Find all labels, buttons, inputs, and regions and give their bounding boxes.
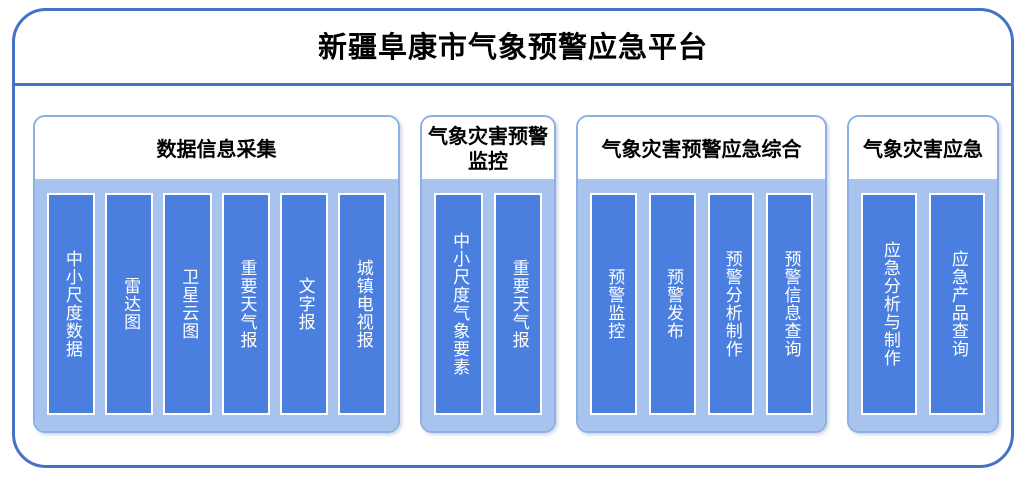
module-item-label: 卫星云图: [178, 268, 199, 340]
group-title-warning-emergency-integrated: 气象灾害预警应急综合: [578, 117, 825, 179]
items-row-data-collection: 中小尺度数据 雷达图 卫星云图 重要天气报 文字报: [46, 193, 387, 415]
module-item[interactable]: 中小尺度气象要素: [434, 193, 483, 415]
group-card-disaster-warning-monitor[interactable]: 气象灾害预警监控 中小尺度气象要素 重要天气报: [420, 115, 556, 433]
module-item-label: 中小尺度气象要素: [449, 232, 470, 376]
group-body-data-collection: 中小尺度数据 雷达图 卫星云图 重要天气报 文字报: [35, 179, 398, 431]
module-item[interactable]: 城镇电视报: [337, 193, 387, 415]
group-title-disaster-emergency: 气象灾害应急: [849, 117, 997, 179]
module-item-label: 中小尺度数据: [61, 250, 82, 358]
group-body-warning-emergency-integrated: 预警监控 预警发布 预警分析制作 预警信息查询: [578, 179, 825, 431]
module-item-label: 预警发布: [662, 268, 683, 340]
module-item[interactable]: 预警分析制作: [707, 193, 755, 415]
module-item-label: 应急产品查询: [947, 250, 968, 358]
module-item[interactable]: 文字报: [279, 193, 328, 415]
module-item-label: 预警分析制作: [721, 250, 742, 358]
module-item-label: 预警信息查询: [780, 250, 801, 358]
module-item-label: 重要天气报: [236, 259, 257, 349]
module-groups-row: 数据信息采集 中小尺度数据 雷达图 卫星云图 重要天气报: [15, 89, 1011, 465]
group-title-disaster-warning-monitor: 气象灾害预警监控: [422, 117, 554, 179]
module-item-label: 应急分析与制作: [879, 241, 900, 367]
page-title: 新疆阜康市气象预警应急平台: [317, 29, 708, 64]
group-body-disaster-emergency: 应急分析与制作 应急产品查询: [849, 179, 997, 431]
module-item[interactable]: 预警监控: [590, 193, 637, 415]
items-row-disaster-emergency: 应急分析与制作 应急产品查询: [861, 193, 985, 415]
group-body-disaster-warning-monitor: 中小尺度气象要素 重要天气报: [422, 179, 554, 431]
module-item-label: 预警监控: [604, 268, 625, 340]
group-title-data-collection: 数据信息采集: [35, 117, 398, 179]
module-item[interactable]: 应急分析与制作: [861, 193, 917, 415]
group-card-data-collection[interactable]: 数据信息采集 中小尺度数据 雷达图 卫星云图 重要天气报: [33, 115, 400, 433]
module-item[interactable]: 雷达图: [105, 193, 154, 415]
group-card-disaster-emergency[interactable]: 气象灾害应急 应急分析与制作 应急产品查询: [847, 115, 999, 433]
module-item-label: 雷达图: [120, 277, 141, 331]
module-item[interactable]: 预警发布: [648, 193, 696, 415]
items-row-disaster-warning-monitor: 中小尺度气象要素 重要天气报: [434, 193, 542, 415]
items-row-warning-emergency-integrated: 预警监控 预警发布 预警分析制作 预警信息查询: [590, 193, 813, 415]
module-item-label: 城镇电视报: [352, 259, 373, 349]
module-item[interactable]: 中小尺度数据: [46, 193, 96, 415]
module-item[interactable]: 应急产品查询: [929, 193, 985, 415]
platform-title-bar: 新疆阜康市气象预警应急平台: [15, 11, 1011, 86]
group-card-warning-emergency-integrated[interactable]: 气象灾害预警应急综合 预警监控 预警发布 预警分析制作 预警信息查: [576, 115, 827, 433]
module-item-label: 文字报: [294, 277, 315, 331]
module-item[interactable]: 重要天气报: [493, 193, 542, 415]
module-item-label: 重要天气报: [508, 259, 529, 349]
platform-frame: 新疆阜康市气象预警应急平台 数据信息采集 中小尺度数据 雷达图 卫星云图: [12, 8, 1014, 468]
module-item[interactable]: 预警信息查询: [766, 193, 813, 415]
module-item[interactable]: 重要天气报: [221, 193, 270, 415]
module-item[interactable]: 卫星云图: [163, 193, 212, 415]
